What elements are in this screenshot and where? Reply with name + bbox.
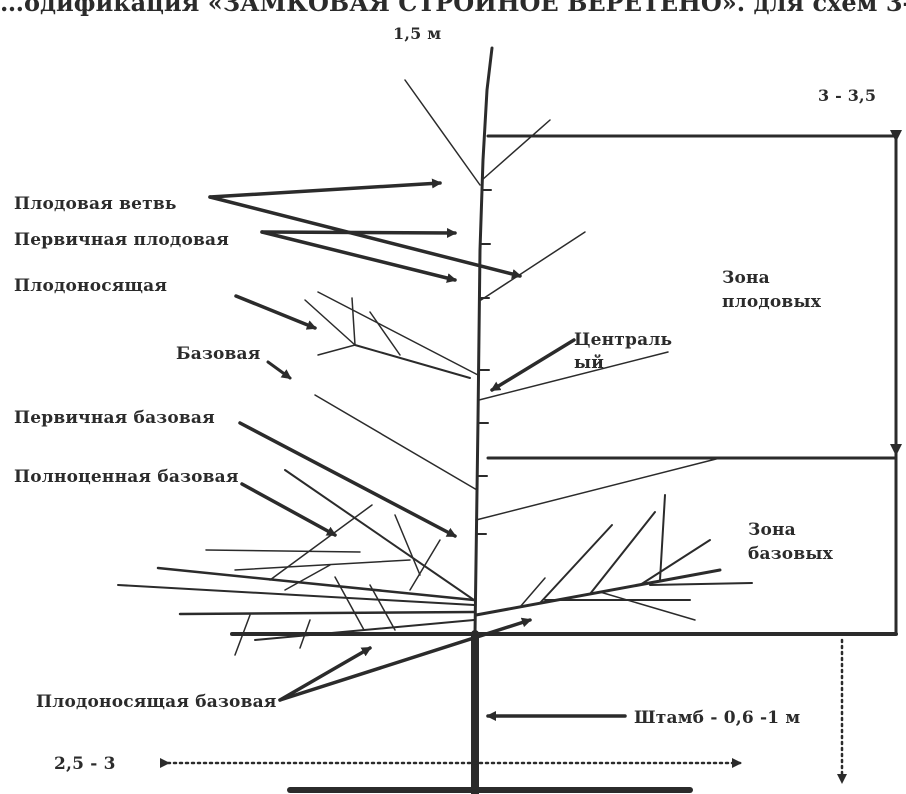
base-label: Базовая <box>176 344 261 364</box>
primary-base-label: Первичная базовая <box>14 408 215 428</box>
central-leader-label-line2: ый <box>574 353 604 373</box>
top-height-label: 1,5 м <box>393 24 441 43</box>
zone-fruit-label-line1: Зона <box>722 268 770 288</box>
crown-width-label: 2,5 - 3 <box>54 754 116 774</box>
page-title: …одификация «ЗАМКОВАЯ СТРОЙНОЕ ВЕРЕТЕНО»… <box>0 0 906 17</box>
zone-base-label-line2: базовых <box>748 544 833 564</box>
zone-base-label-line1: Зона <box>748 520 796 540</box>
full-base-label: Полноценная базовая <box>14 467 239 487</box>
zone-fruit-box <box>488 136 896 458</box>
fruit-branch-label: Плодовая ветвь <box>14 194 177 214</box>
zone-fruit-label-line2: плодовых <box>722 292 821 312</box>
primary-fruit-label: Первичная плодовая <box>14 230 229 250</box>
total-height-label: 3 - 3,5 <box>818 86 876 105</box>
trunk-height-label: Штамб - 0,6 -1 м <box>634 708 800 728</box>
fruiting-label: Плодоносящая <box>14 276 167 296</box>
central-leader-label-line1: Централь <box>574 330 672 350</box>
fruiting-base-label: Плодоносящая базовая <box>36 692 277 712</box>
